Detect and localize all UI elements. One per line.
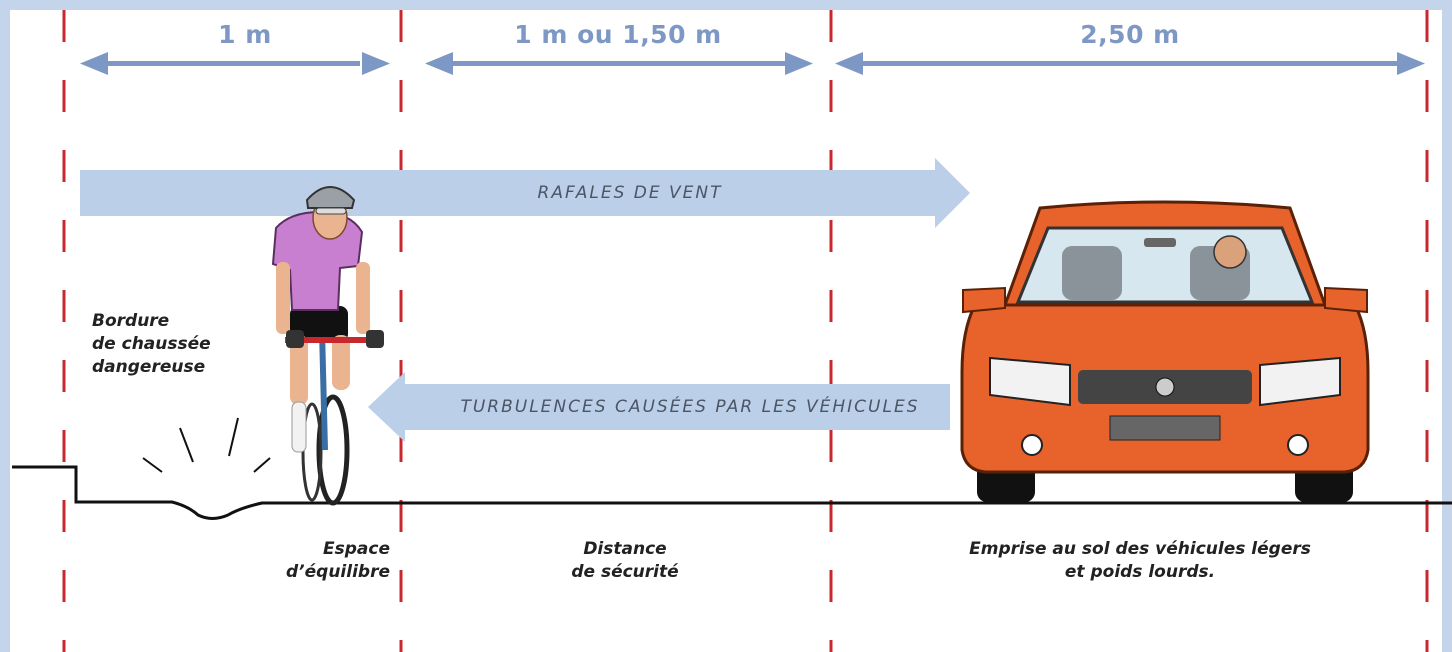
wind-label: RAFALES DE VENT <box>537 183 723 203</box>
caption-curb: Bordure de chaussée dangereuse <box>92 310 292 379</box>
pothole-impact-lines <box>142 417 271 473</box>
dimension-arrow-balance <box>80 52 390 75</box>
road-surface <box>12 465 1452 520</box>
caption-balance-space: Espace d’équilibre <box>240 538 390 584</box>
dimension-arrows <box>80 52 1425 75</box>
caption-curb-line-2: de chaussée <box>92 334 211 354</box>
dimension-arrow-safety <box>425 52 813 75</box>
caption-balance-line-1: Espace <box>323 539 390 559</box>
car-illustration <box>960 200 1370 502</box>
caption-safety-line-2: de sécurité <box>571 562 679 582</box>
dimension-label-safety: 1 m ou 1,50 m <box>514 20 722 49</box>
cyclist-illustration <box>271 186 384 506</box>
turbulence-label: TURBULENCES CAUSÉES PAR LES VÉHICULES <box>460 397 920 417</box>
turbulence-arrow <box>368 372 950 442</box>
caption-balance-line-2: d’équilibre <box>286 562 390 582</box>
dimension-label-balance: 1 m <box>218 20 272 49</box>
caption-vehicle-footprint: Emprise au sol des véhicules légers et p… <box>950 538 1330 584</box>
caption-curb-line-3: dangereuse <box>92 357 206 377</box>
caption-safety-distance: Distance de sécurité <box>540 538 710 584</box>
caption-safety-line-1: Distance <box>583 539 667 559</box>
dimension-label-vehicle: 2,50 m <box>1080 20 1180 49</box>
caption-vehicle-line-2: et poids lourds. <box>1064 562 1216 582</box>
dimension-arrow-vehicle <box>835 52 1425 75</box>
caption-curb-line-1: Bordure <box>92 311 170 331</box>
caption-vehicle-line-1: Emprise au sol des véhicules légers <box>969 539 1311 559</box>
wind-arrow <box>80 158 970 228</box>
